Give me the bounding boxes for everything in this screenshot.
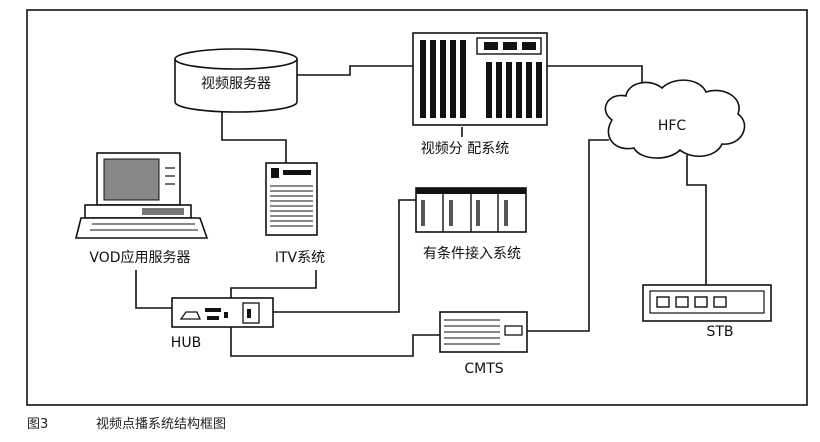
figure-number: 图3 [27,417,48,432]
cmts-label: CMTS [464,361,503,377]
video-distribution-rack-icon [412,32,548,126]
link-video-server-distribution [297,65,413,76]
link-itv-hub [230,270,317,298]
figure-caption: 视频点播系统结构框图 [96,417,226,432]
itv-tower-icon [265,162,318,236]
vod-server-computer-icon [74,152,209,239]
link-hub-cmts [230,327,440,357]
hub-icon [171,297,274,328]
hfc-label: HFC [658,118,687,134]
vod-server-label: VOD应用服务器 [89,249,190,266]
video-distribution-label: 视频分 配系统 [421,141,509,157]
conditional-access-icon [415,187,527,233]
video-server-label: 视频服务器 [201,76,271,92]
conditional-access-label: 有条件接入系统 [423,245,521,262]
link-video-server-itv [221,112,287,163]
itv-label: ITV系统 [275,250,325,266]
hub-label: HUB [171,335,201,351]
connection-lines [135,65,707,357]
stb-label: STB [706,324,733,340]
link-vod-hub [135,270,172,309]
link-hfc-stb [686,155,707,285]
cmts-icon [439,311,528,353]
video-server-icon [174,48,298,113]
stb-icon [642,284,772,322]
hfc-cloud-icon [604,79,746,159]
link-hub-cas [273,199,416,313]
diagram-frame [26,9,808,406]
link-hfc-cmts [527,139,609,332]
